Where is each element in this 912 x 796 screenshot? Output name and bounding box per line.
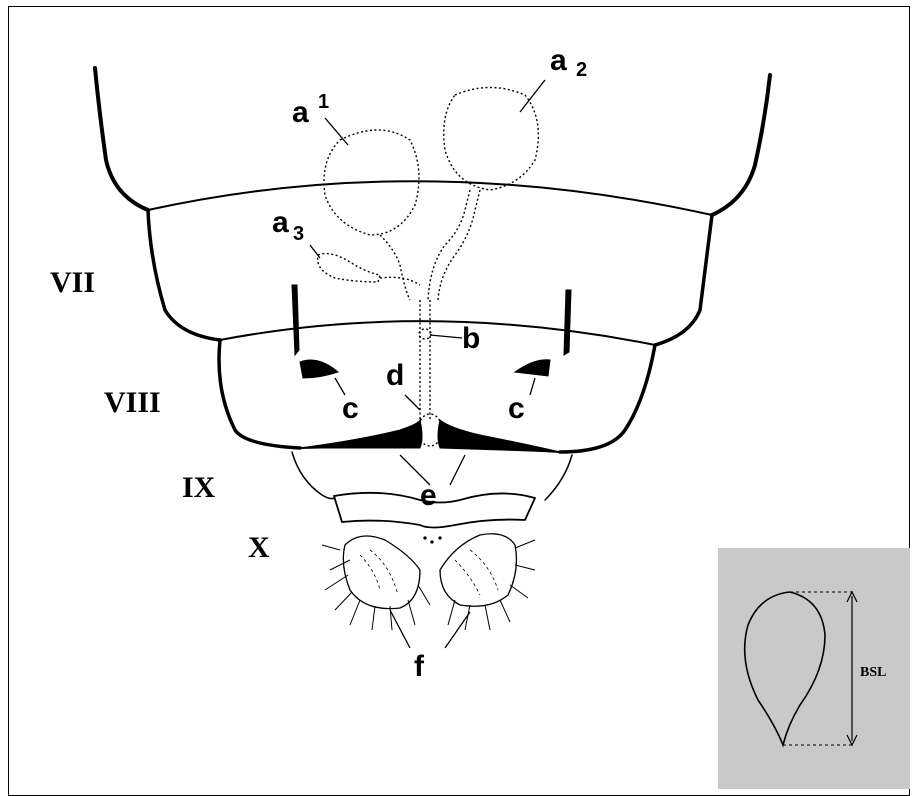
label-c-right: c [508,392,525,425]
cerci-f [322,534,535,630]
label-a2-base: a [550,44,567,77]
segment-label-ix: IX [182,471,216,504]
label-a1-base: a [292,96,309,129]
label-e: e [420,479,437,512]
label-a1: a 1 [292,91,329,129]
segment-label-viii: VIII [104,386,161,419]
label-bsl: BSL [860,665,886,680]
label-a1-sub: 1 [318,91,329,113]
segment-label-vii: VII [50,266,95,299]
segment-label-x: X [248,531,270,564]
label-a3-base: a [272,206,289,239]
spiracle-c [292,285,571,378]
label-a3-sub: 3 [293,223,304,245]
label-a3: a 3 [272,206,304,245]
label-d: d [386,359,404,392]
inset-panel: BSL [718,548,910,789]
label-f: f [414,650,425,683]
label-b: b [462,322,480,355]
abdomen-outline [95,68,770,528]
label-a2: a 2 [550,44,587,81]
label-c-left: c [342,392,359,425]
label-a2-sub: 2 [576,59,587,81]
